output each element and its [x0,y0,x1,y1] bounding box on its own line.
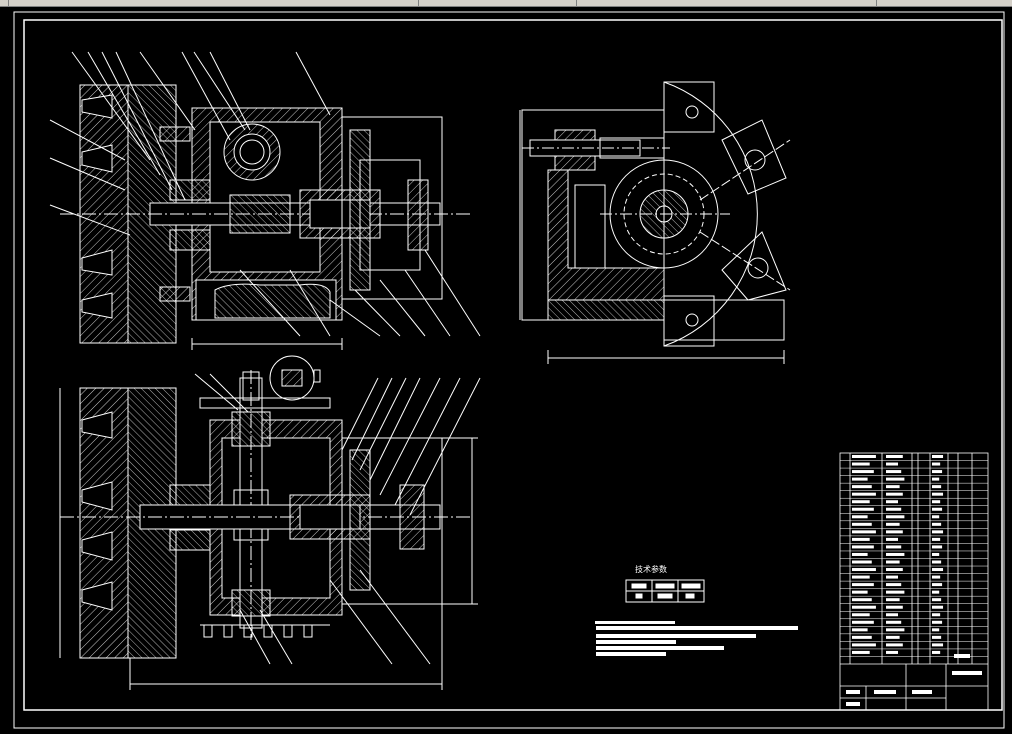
parts-list-cell-text [852,470,874,474]
parts-list-cell-text [852,635,872,639]
drawing-frame [13,11,1005,729]
parts-list-cell-text [932,485,942,489]
parts-list-cell-text [932,462,941,466]
parts-list-cell-text [852,650,870,654]
tab-2[interactable] [8,0,419,6]
parts-list-cell-text [852,643,876,647]
top-left-section-view [49,51,481,350]
parts-list-cell-text [932,628,940,632]
window-tab-strip [0,0,1012,7]
parts-list-cell-text [932,590,940,594]
parts-list-cell-text [852,552,868,556]
parts-list-cell-text [886,598,900,602]
tab-1[interactable] [0,0,9,6]
bottom-left-section-view [59,355,481,690]
parts-list-cell-text [886,575,898,579]
parts-list-cell-text [932,650,941,654]
parts-list-cell-text [932,635,942,639]
parts-list-cell-text [886,455,903,458]
parts-list-cell-text [932,515,940,519]
parts-list-cell-text [852,560,872,564]
parts-list-cell-text [886,507,902,511]
parts-list-cell-text [886,620,902,624]
parts-list-cell-text [932,477,940,481]
parts-list-cell-text [932,500,941,504]
parts-list-cell-text [852,500,870,504]
parts-list-cell-text [932,613,941,617]
parts-list-cell-text [852,613,870,617]
technical-parameter-table: 技术参数 [625,564,705,603]
parts-list-cell-text [886,635,900,639]
parts-list-cell-text [932,455,944,458]
parts-list-cell-text [852,522,872,526]
parts-list-cell-text [852,485,872,489]
parts-list-cell-text [886,650,898,654]
parts-list-cell-text [886,568,903,572]
top-right-side-view [519,81,791,364]
parts-list-cell-text [852,568,876,572]
parts-list-cell-text [932,522,942,526]
parts-list-cell-text [852,545,874,549]
parts-list-cell-text [932,492,944,496]
tab-4[interactable] [576,0,877,6]
parts-list-cell-text [886,643,903,647]
parts-list-cell-text [886,462,898,466]
parts-list-cell-text [932,605,944,609]
parts-list-cell-text [886,545,902,549]
technical-notes-block [595,621,798,656]
parts-list-cell-text [852,590,868,594]
parts-list-cell-text [852,537,870,541]
parts-list-cell-text [886,530,903,534]
parts-list-cell-text [886,583,902,587]
parts-list-cell-text [852,620,874,624]
parts-list-cell-text [932,470,943,474]
parts-list-cell-text [852,605,876,609]
parts-list-cell-text [932,575,941,579]
parts-list-cell-text [852,507,874,511]
parts-list-cell-text [932,620,943,624]
parts-list-and-title-block[interactable] [839,452,989,711]
parts-list-cell-text [886,500,898,504]
parts-list-cell-text [932,568,944,572]
parts-list-cell-text [886,470,902,474]
parts-list-cell-text [852,575,870,579]
parts-list-cell-text [852,492,876,496]
parts-list-cell-text [932,507,943,511]
parts-list-rows [840,455,988,657]
parts-list-cell-text [886,552,905,556]
parts-list-cell-text [932,545,943,549]
parts-list-cell-text [852,530,876,534]
parts-list-cell-text [932,552,940,556]
parts-list-cell-text [886,605,903,609]
tech-table-title: 技术参数 [635,564,667,574]
parts-list-cell-text [852,477,868,481]
tab-3[interactable] [418,0,577,6]
parts-list-cell-text [886,515,905,519]
parts-list-cell-text [932,583,943,587]
parts-list-cell-text [932,598,942,602]
parts-list-cell-text [886,537,898,541]
parts-list-cell-text [852,515,868,519]
parts-list-cell-text [932,530,944,534]
parts-list-cell-text [932,643,944,647]
parts-list-cell-text [852,598,872,602]
parts-list-cell-text [932,537,941,541]
parts-list-cell-text [886,628,905,632]
parts-list-cell-text [886,590,905,594]
parts-list-cell-text [932,560,942,564]
parts-list-cell-text [886,613,898,617]
parts-list-cell-text [852,583,874,587]
parts-list-cell-text [886,522,900,526]
parts-list-cell-text [886,485,900,489]
parts-list-cell-text [852,462,870,466]
parts-list-cell-text [886,477,905,481]
parts-list-cell-text [852,628,868,632]
parts-list-cell-text [886,560,900,564]
parts-list-cell-text [852,455,876,458]
parts-list-cell-text [886,492,903,496]
